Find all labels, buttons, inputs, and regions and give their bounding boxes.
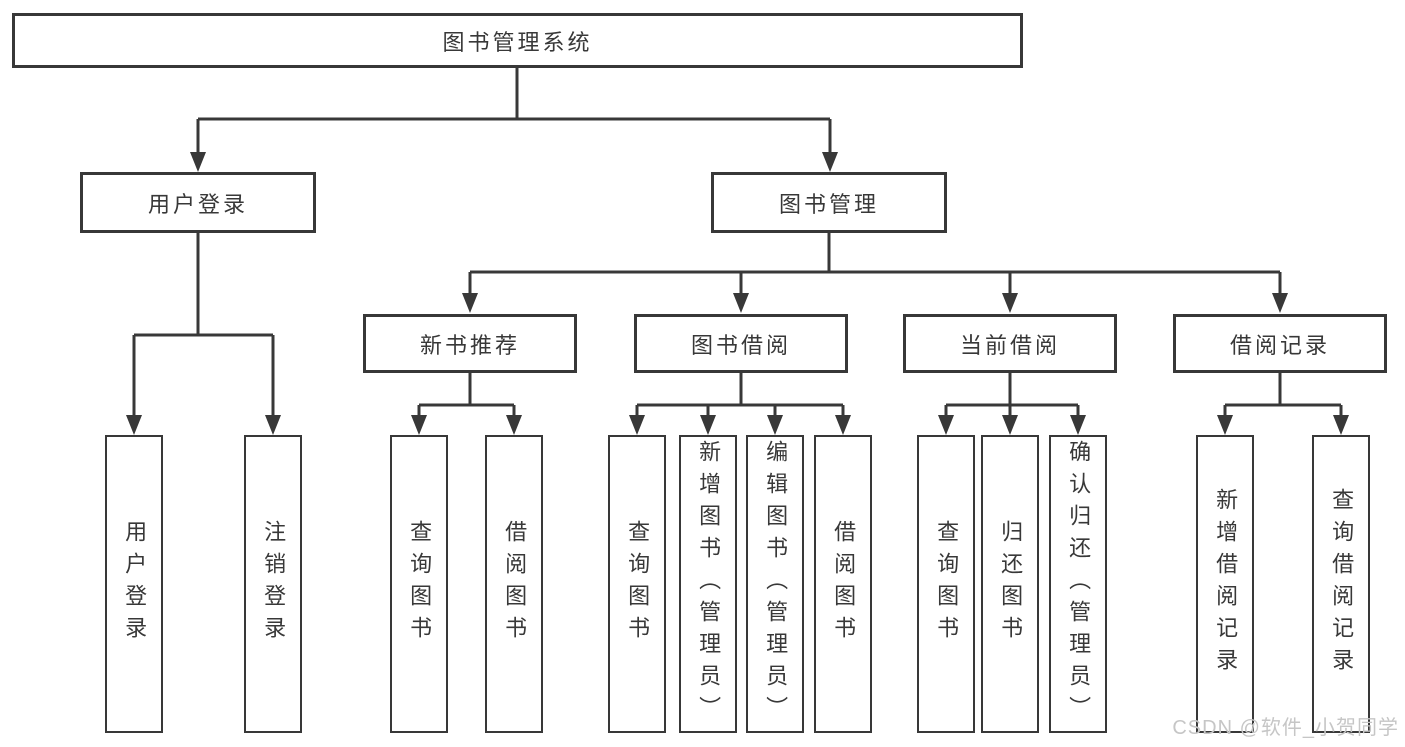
leaf-user-login: 用户登录 (105, 435, 163, 733)
leaf-query-borrow-record: 查询借阅记录 (1312, 435, 1370, 733)
node-label: 查询借阅记录 (1329, 488, 1355, 680)
leaf-logout: 注销登录 (244, 435, 302, 733)
node-label: 借阅图书 (502, 520, 528, 648)
node-label: 新增借阅记录 (1213, 488, 1239, 680)
node-label: 确认归还（管理员） (1066, 440, 1092, 728)
leaf-query-books-current: 查询图书 (917, 435, 975, 733)
leaf-borrow-books-recommend: 借阅图书 (485, 435, 543, 733)
node-borrow-records: 借阅记录 (1173, 314, 1387, 373)
node-label: 注销登录 (261, 520, 287, 648)
leaf-query-books-borrow: 查询图书 (608, 435, 666, 733)
node-label: 新书推荐 (419, 332, 520, 358)
node-label: 新增图书（管理员） (696, 440, 722, 728)
leaf-confirm-return-admin: 确认归还（管理员） (1049, 435, 1107, 733)
leaf-return-book: 归还图书 (981, 435, 1039, 733)
node-label: 借阅记录 (1229, 332, 1330, 358)
node-new-book-recommend: 新书推荐 (363, 314, 577, 373)
leaf-add-book-admin: 新增图书（管理员） (679, 435, 737, 733)
arrowheads (126, 152, 1349, 435)
leaf-query-books-recommend: 查询图书 (390, 435, 448, 733)
node-current-borrow: 当前借阅 (903, 314, 1117, 373)
node-book-borrow: 图书借阅 (634, 314, 848, 373)
csdn-watermark: CSDN @软件_小贺同学 (1172, 717, 1399, 739)
leaf-edit-book-admin: 编辑图书（管理员） (746, 435, 804, 733)
node-label: 查询图书 (407, 520, 433, 648)
node-label: 用户登录 (122, 520, 148, 648)
node-label: 用户登录 (147, 191, 248, 217)
node-label: 归还图书 (998, 520, 1024, 648)
node-label: 图书管理系统 (442, 29, 593, 55)
leaf-add-borrow-record: 新增借阅记录 (1196, 435, 1254, 733)
node-label: 图书管理 (778, 191, 879, 217)
node-label: 当前借阅 (959, 332, 1060, 358)
node-label: 编辑图书（管理员） (763, 440, 789, 728)
leaf-borrow-books: 借阅图书 (814, 435, 872, 733)
node-label: 图书借阅 (690, 332, 791, 358)
node-label: 查询图书 (625, 520, 651, 648)
node-label: 查询图书 (934, 520, 960, 648)
node-library-system: 图书管理系统 (12, 13, 1023, 68)
node-label: 借阅图书 (831, 520, 857, 648)
node-book-management: 图书管理 (711, 172, 947, 233)
node-user-login: 用户登录 (80, 172, 316, 233)
